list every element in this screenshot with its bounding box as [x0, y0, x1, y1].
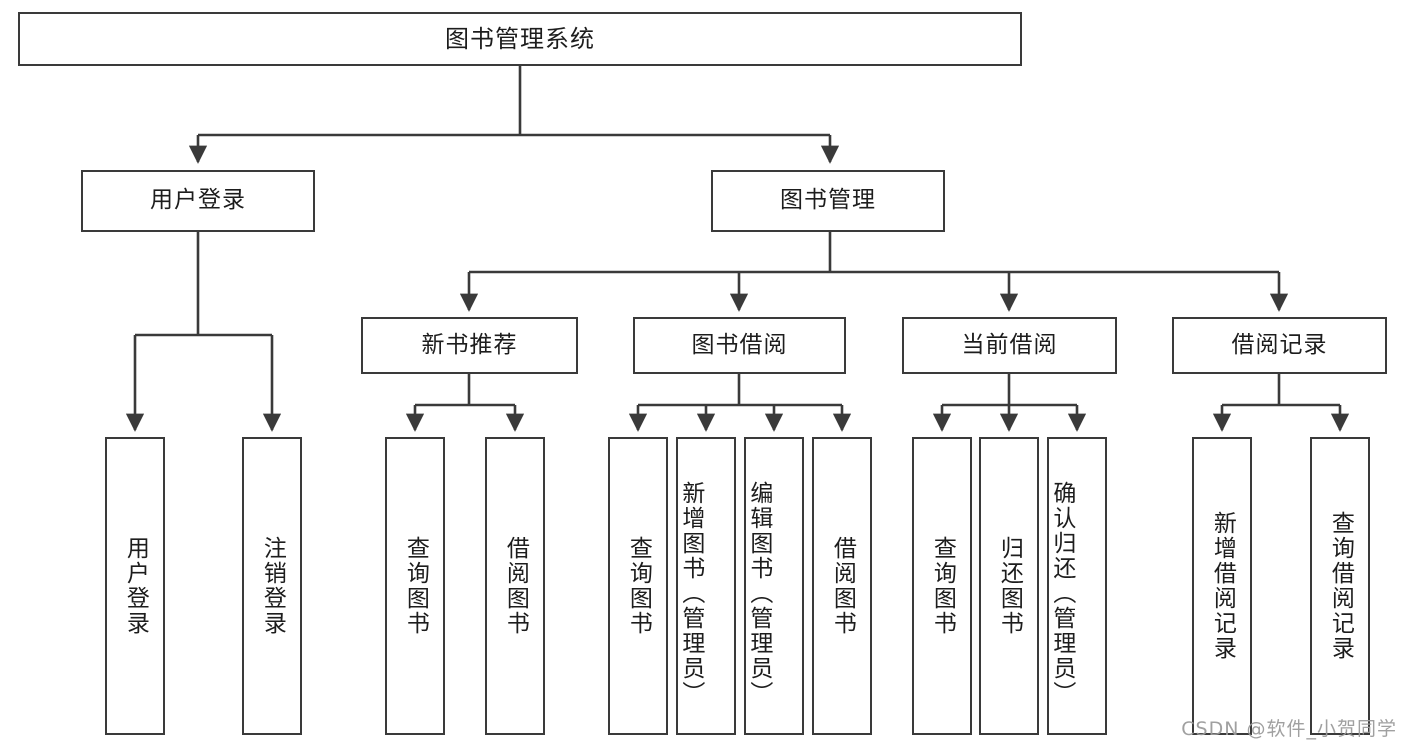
node-label: 新书推荐 — [421, 331, 518, 358]
node-label: 借阅图书 — [502, 536, 529, 636]
node-current-borrow[interactable]: 当前借阅 — [902, 317, 1117, 374]
node-label: 当前借阅 — [961, 331, 1058, 358]
node-label: 查询图书 — [625, 536, 652, 636]
node-label: 借阅记录 — [1231, 331, 1328, 358]
leaf-query-book-current[interactable]: 查询图书 — [912, 437, 972, 735]
node-new-book-recommend[interactable]: 新书推荐 — [361, 317, 578, 374]
node-label: 查询图书 — [929, 536, 956, 636]
leaf-borrow-book[interactable]: 借阅图书 — [812, 437, 872, 735]
leaf-query-book-recommend[interactable]: 查询图书 — [385, 437, 445, 735]
leaf-borrow-book-recommend[interactable]: 借阅图书 — [485, 437, 545, 735]
leaf-user-logout[interactable]: 注销登录 — [242, 437, 302, 735]
node-label: 借阅图书 — [829, 536, 856, 636]
node-borrow-record[interactable]: 借阅记录 — [1172, 317, 1387, 374]
node-label: 新增借阅记录 — [1209, 511, 1236, 661]
node-book-borrow[interactable]: 图书借阅 — [633, 317, 846, 374]
leaf-edit-book-admin[interactable]: 编辑图书（管理员） — [744, 437, 804, 735]
node-label: 归还图书 — [996, 536, 1023, 636]
node-label: 图书管理系统 — [445, 24, 595, 53]
leaf-query-book-borrow[interactable]: 查询图书 — [608, 437, 668, 735]
node-book-management[interactable]: 图书管理 — [711, 170, 945, 232]
leaf-user-login[interactable]: 用户登录 — [105, 437, 165, 735]
node-label: 注销登录 — [259, 536, 286, 636]
leaf-query-borrow-record[interactable]: 查询借阅记录 — [1310, 437, 1370, 735]
node-label: 查询图书 — [402, 536, 429, 636]
node-root-book-management-system[interactable]: 图书管理系统 — [18, 12, 1022, 66]
leaf-add-borrow-record[interactable]: 新增借阅记录 — [1192, 437, 1252, 735]
leaf-confirm-return-admin[interactable]: 确认归还（管理员） — [1047, 437, 1107, 735]
node-user-login[interactable]: 用户登录 — [81, 170, 315, 232]
node-label: 图书管理 — [780, 187, 876, 214]
node-label: 新增图书（管理员） — [677, 480, 704, 706]
leaf-return-book[interactable]: 归还图书 — [979, 437, 1039, 735]
node-label: 确认归还（管理员） — [1048, 480, 1075, 706]
node-label: 用户登录 — [150, 187, 246, 214]
node-label: 用户登录 — [122, 536, 149, 636]
node-label: 图书借阅 — [691, 331, 788, 358]
node-label: 编辑图书（管理员） — [745, 480, 772, 706]
node-label: 查询借阅记录 — [1327, 511, 1354, 661]
leaf-add-book-admin[interactable]: 新增图书（管理员） — [676, 437, 736, 735]
csdn-watermark: CSDN @软件_小贺同学 — [1181, 718, 1397, 740]
